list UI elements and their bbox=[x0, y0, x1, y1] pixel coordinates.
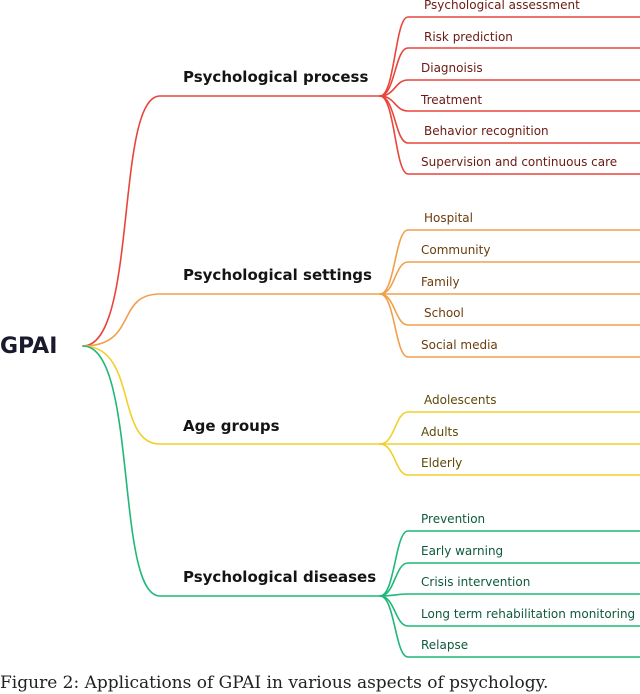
leaf-label: Hospital bbox=[424, 211, 473, 225]
leaf-label: Adolescents bbox=[424, 393, 497, 407]
leaf-label: Prevention bbox=[421, 512, 486, 526]
branch-label-psychological-settings: Psychological settings bbox=[183, 266, 372, 284]
leaf-connector bbox=[379, 293, 640, 326]
branch-connector bbox=[82, 293, 381, 347]
leaf-connector bbox=[379, 16, 640, 97]
leaf-label: Crisis intervention bbox=[421, 575, 531, 589]
leaf-label: Supervision and continuous care bbox=[421, 155, 618, 169]
leaf-label: Social media bbox=[421, 338, 498, 352]
leaf-connector bbox=[379, 293, 640, 358]
branch-label-psychological-process: Psychological process bbox=[183, 68, 369, 86]
leaf-label: Adults bbox=[421, 425, 459, 439]
leaf-connector bbox=[379, 530, 640, 597]
leaf-label: Elderly bbox=[421, 456, 463, 470]
leaf-connector bbox=[379, 261, 640, 295]
root-node-label: GPAI bbox=[0, 334, 58, 359]
leaf-connector bbox=[379, 79, 640, 97]
branch-label-psychological-diseases: Psychological diseases bbox=[183, 568, 377, 586]
branch-connector bbox=[82, 345, 381, 445]
leaf-label: Risk prediction bbox=[424, 30, 513, 44]
branch-label-age-groups: Age groups bbox=[183, 417, 280, 435]
leaf-label: Psychological assessment bbox=[424, 0, 580, 12]
leaf-label: Early warning bbox=[421, 544, 504, 558]
leaf-label: School bbox=[424, 306, 464, 320]
leaf-label: Relapse bbox=[421, 638, 469, 652]
leaf-label: Family bbox=[421, 275, 460, 289]
leaf-connector bbox=[379, 95, 640, 175]
branch-connector bbox=[82, 345, 381, 597]
branch-connector bbox=[82, 95, 381, 347]
leaf-connector bbox=[379, 411, 640, 445]
leaf-connector bbox=[379, 595, 640, 658]
leaf-connector bbox=[379, 47, 640, 97]
leaf-label: Treatment bbox=[421, 93, 483, 107]
leaf-connector bbox=[379, 443, 640, 476]
leaf-connector bbox=[379, 593, 640, 597]
leaf-label: Long term rehabilitation monitoring bbox=[421, 607, 636, 621]
leaf-connector bbox=[379, 229, 640, 295]
leaf-label: Behavior recognition bbox=[424, 124, 549, 138]
leaf-label: Community bbox=[421, 243, 491, 257]
leaf-label: Diagnoisis bbox=[421, 61, 483, 75]
leaf-connector bbox=[379, 562, 640, 597]
figure-caption: Figure 2: Applications of GPAI in variou… bbox=[0, 673, 549, 693]
leaf-connector bbox=[379, 95, 640, 112]
